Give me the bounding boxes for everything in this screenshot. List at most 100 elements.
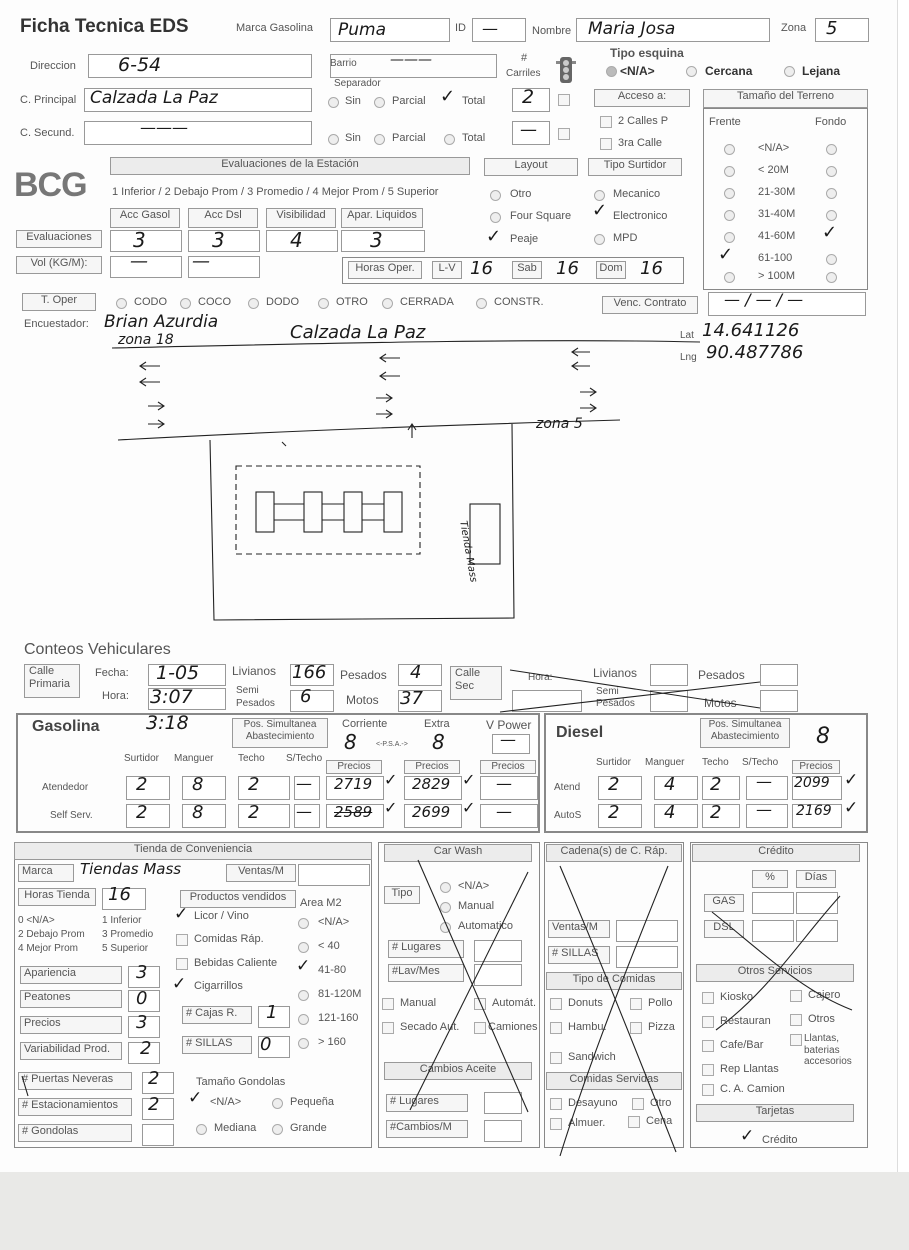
- dsl-cell[interactable]: [702, 776, 740, 800]
- toper-cerrada-radio[interactable]: [382, 298, 393, 309]
- motos2-field[interactable]: [760, 690, 798, 712]
- gas-cell[interactable]: [238, 776, 290, 800]
- layout-otro-radio[interactable]: [490, 190, 501, 201]
- credito-gas-pct-field[interactable]: [752, 892, 794, 914]
- zona-field[interactable]: [815, 18, 869, 42]
- gas-price-cell[interactable]: [326, 804, 384, 828]
- id-field[interactable]: [472, 18, 526, 42]
- barrio-field[interactable]: [330, 54, 497, 78]
- servicio-cajero-check[interactable]: [790, 990, 802, 1002]
- tienda-horas-field[interactable]: [102, 888, 146, 910]
- puertas-field[interactable]: [142, 1072, 174, 1094]
- direccion-field[interactable]: [88, 54, 312, 78]
- terreno-frente-radio[interactable]: [724, 272, 735, 283]
- servida-almuer-check[interactable]: [550, 1118, 562, 1130]
- eval-visibilidad-field[interactable]: [266, 230, 338, 252]
- livianos-field[interactable]: [290, 664, 334, 686]
- marca-gasolina-field[interactable]: [330, 18, 450, 42]
- area-radio[interactable]: [298, 1014, 309, 1025]
- gas-cell[interactable]: [182, 776, 226, 800]
- toper-otro-radio[interactable]: [318, 298, 329, 309]
- principal-carriles-field[interactable]: [512, 88, 550, 112]
- servicio-cafe-check[interactable]: [702, 1040, 714, 1052]
- terreno-fondo-radio[interactable]: [826, 272, 837, 283]
- comida-sandwich-check[interactable]: [550, 1052, 562, 1064]
- vol-gasol-field[interactable]: [110, 256, 182, 278]
- tam-mediana-radio[interactable]: [196, 1124, 207, 1135]
- dsl-cell[interactable]: [702, 804, 740, 828]
- esquina-lejana-radio[interactable]: [784, 66, 795, 77]
- hora-field[interactable]: [148, 688, 226, 710]
- comida-pizza-check[interactable]: [630, 1022, 642, 1034]
- producto-bebidas-check[interactable]: [176, 958, 188, 970]
- servida-cena-check[interactable]: [628, 1116, 640, 1128]
- credito-dsl-pct-field[interactable]: [752, 920, 794, 942]
- servicio-kiosko-check[interactable]: [702, 992, 714, 1004]
- terreno-fondo-radio[interactable]: [826, 188, 837, 199]
- toper-coco-radio[interactable]: [180, 298, 191, 309]
- secund-field[interactable]: [84, 121, 312, 145]
- terreno-frente-radio[interactable]: [724, 188, 735, 199]
- gas-price-cell[interactable]: [404, 804, 462, 828]
- servicio-llantas-check[interactable]: [790, 1034, 802, 1046]
- terreno-fondo-radio[interactable]: [826, 254, 837, 265]
- aceite-lugares-field[interactable]: [484, 1092, 522, 1114]
- tam-pequena-radio[interactable]: [272, 1098, 283, 1109]
- eval-apar-liquidos-field[interactable]: [341, 230, 425, 252]
- tienda-ventas-field[interactable]: [298, 864, 370, 886]
- carwash-lav-field[interactable]: [474, 964, 522, 986]
- gas-cell[interactable]: [238, 804, 290, 828]
- dsl-price-cell[interactable]: [792, 776, 842, 800]
- comida-hambu-check[interactable]: [550, 1022, 562, 1034]
- terreno-frente-radio[interactable]: [724, 144, 735, 155]
- dsl-cell[interactable]: [654, 776, 698, 800]
- gas-price-cell[interactable]: [480, 804, 538, 828]
- comida-donuts-check[interactable]: [550, 998, 562, 1010]
- servicio-otros-check[interactable]: [790, 1014, 802, 1026]
- toper-codo-radio[interactable]: [116, 298, 127, 309]
- area-radio[interactable]: [298, 942, 309, 953]
- rating-field[interactable]: [128, 1042, 160, 1064]
- secund-carriles-field[interactable]: [512, 121, 550, 145]
- rating-field[interactable]: [128, 990, 160, 1012]
- gas-price-cell[interactable]: [326, 776, 384, 800]
- rating-field[interactable]: [128, 1016, 160, 1038]
- dsl-cell[interactable]: [654, 804, 698, 828]
- principal-check[interactable]: [558, 94, 570, 106]
- venc-contrato-field[interactable]: [708, 292, 866, 316]
- eval-acc-dsl-field[interactable]: [188, 230, 260, 252]
- dsl-cell[interactable]: [598, 776, 642, 800]
- servida-desayuno-check[interactable]: [550, 1098, 562, 1110]
- gas-price-cell[interactable]: [404, 776, 462, 800]
- dsl-price-cell[interactable]: [792, 804, 842, 828]
- layout-foursquare-radio[interactable]: [490, 212, 501, 223]
- esquina-cercana-radio[interactable]: [686, 66, 697, 77]
- dsl-cell[interactable]: [746, 804, 788, 828]
- carwash-na-radio[interactable]: [440, 882, 451, 893]
- toper-dodo-radio[interactable]: [248, 298, 259, 309]
- area-radio[interactable]: [298, 1038, 309, 1049]
- esquina-na-radio[interactable]: [606, 66, 617, 77]
- rating-field[interactable]: [128, 966, 160, 988]
- terreno-fondo-radio[interactable]: [826, 210, 837, 221]
- carwash-automat-check[interactable]: [474, 998, 486, 1010]
- producto-comidas-check[interactable]: [176, 934, 188, 946]
- pesados-field[interactable]: [398, 664, 442, 686]
- gas-cell[interactable]: [182, 804, 226, 828]
- cadena-ventas-field[interactable]: [616, 920, 678, 942]
- servicio-repllantas-check[interactable]: [702, 1064, 714, 1076]
- motos-field[interactable]: [398, 690, 442, 712]
- area-radio[interactable]: [298, 990, 309, 1001]
- fecha-field[interactable]: [148, 664, 226, 686]
- principal-parcial-radio[interactable]: [374, 97, 385, 108]
- gas-cell[interactable]: [294, 776, 320, 800]
- vpower-field[interactable]: [492, 734, 530, 754]
- cajas-field[interactable]: [258, 1006, 290, 1028]
- gas-cell[interactable]: [126, 776, 170, 800]
- gas-cell[interactable]: [126, 804, 170, 828]
- credito-gas-dias-field[interactable]: [796, 892, 838, 914]
- estac-field[interactable]: [142, 1098, 174, 1120]
- servicio-restauran-check[interactable]: [702, 1016, 714, 1028]
- surtidor-mecanico-radio[interactable]: [594, 190, 605, 201]
- carwash-manual-radio[interactable]: [440, 902, 451, 913]
